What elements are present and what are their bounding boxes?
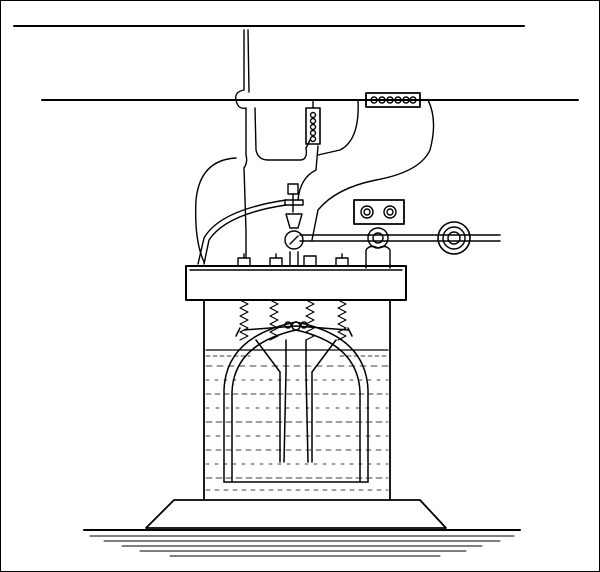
connecting-wires xyxy=(194,29,435,265)
coil-springs xyxy=(239,299,347,341)
ground-hatching xyxy=(89,535,515,557)
vessel-lid xyxy=(185,253,407,301)
shaft-and-pulley xyxy=(299,221,501,269)
liquid-fill xyxy=(205,349,389,491)
rheostat-coil-top xyxy=(365,92,421,108)
vessel-body xyxy=(203,299,391,501)
electrode-arch xyxy=(223,321,369,483)
meter-box xyxy=(353,199,405,225)
overhead-wires xyxy=(13,25,579,101)
vessel-base xyxy=(83,499,521,531)
switch-handle xyxy=(284,183,304,213)
gauge-valve xyxy=(284,213,304,267)
